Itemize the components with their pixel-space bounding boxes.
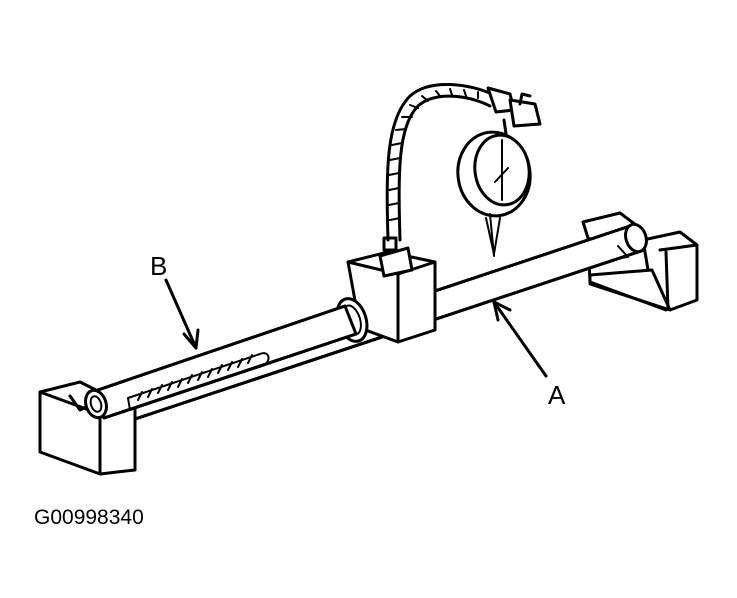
shaft-b [84,304,358,420]
figure-id: G00998340 [34,506,144,529]
label-b: B [150,251,167,281]
magnetic-base [346,246,437,344]
label-b-leader [164,278,198,350]
label-a-arrowhead [492,300,512,322]
label-a: A [548,380,566,410]
flex-arm [382,83,542,252]
label-b-arrowhead [182,328,200,350]
label-a-leader [492,300,548,378]
dial-indicator [456,130,532,257]
